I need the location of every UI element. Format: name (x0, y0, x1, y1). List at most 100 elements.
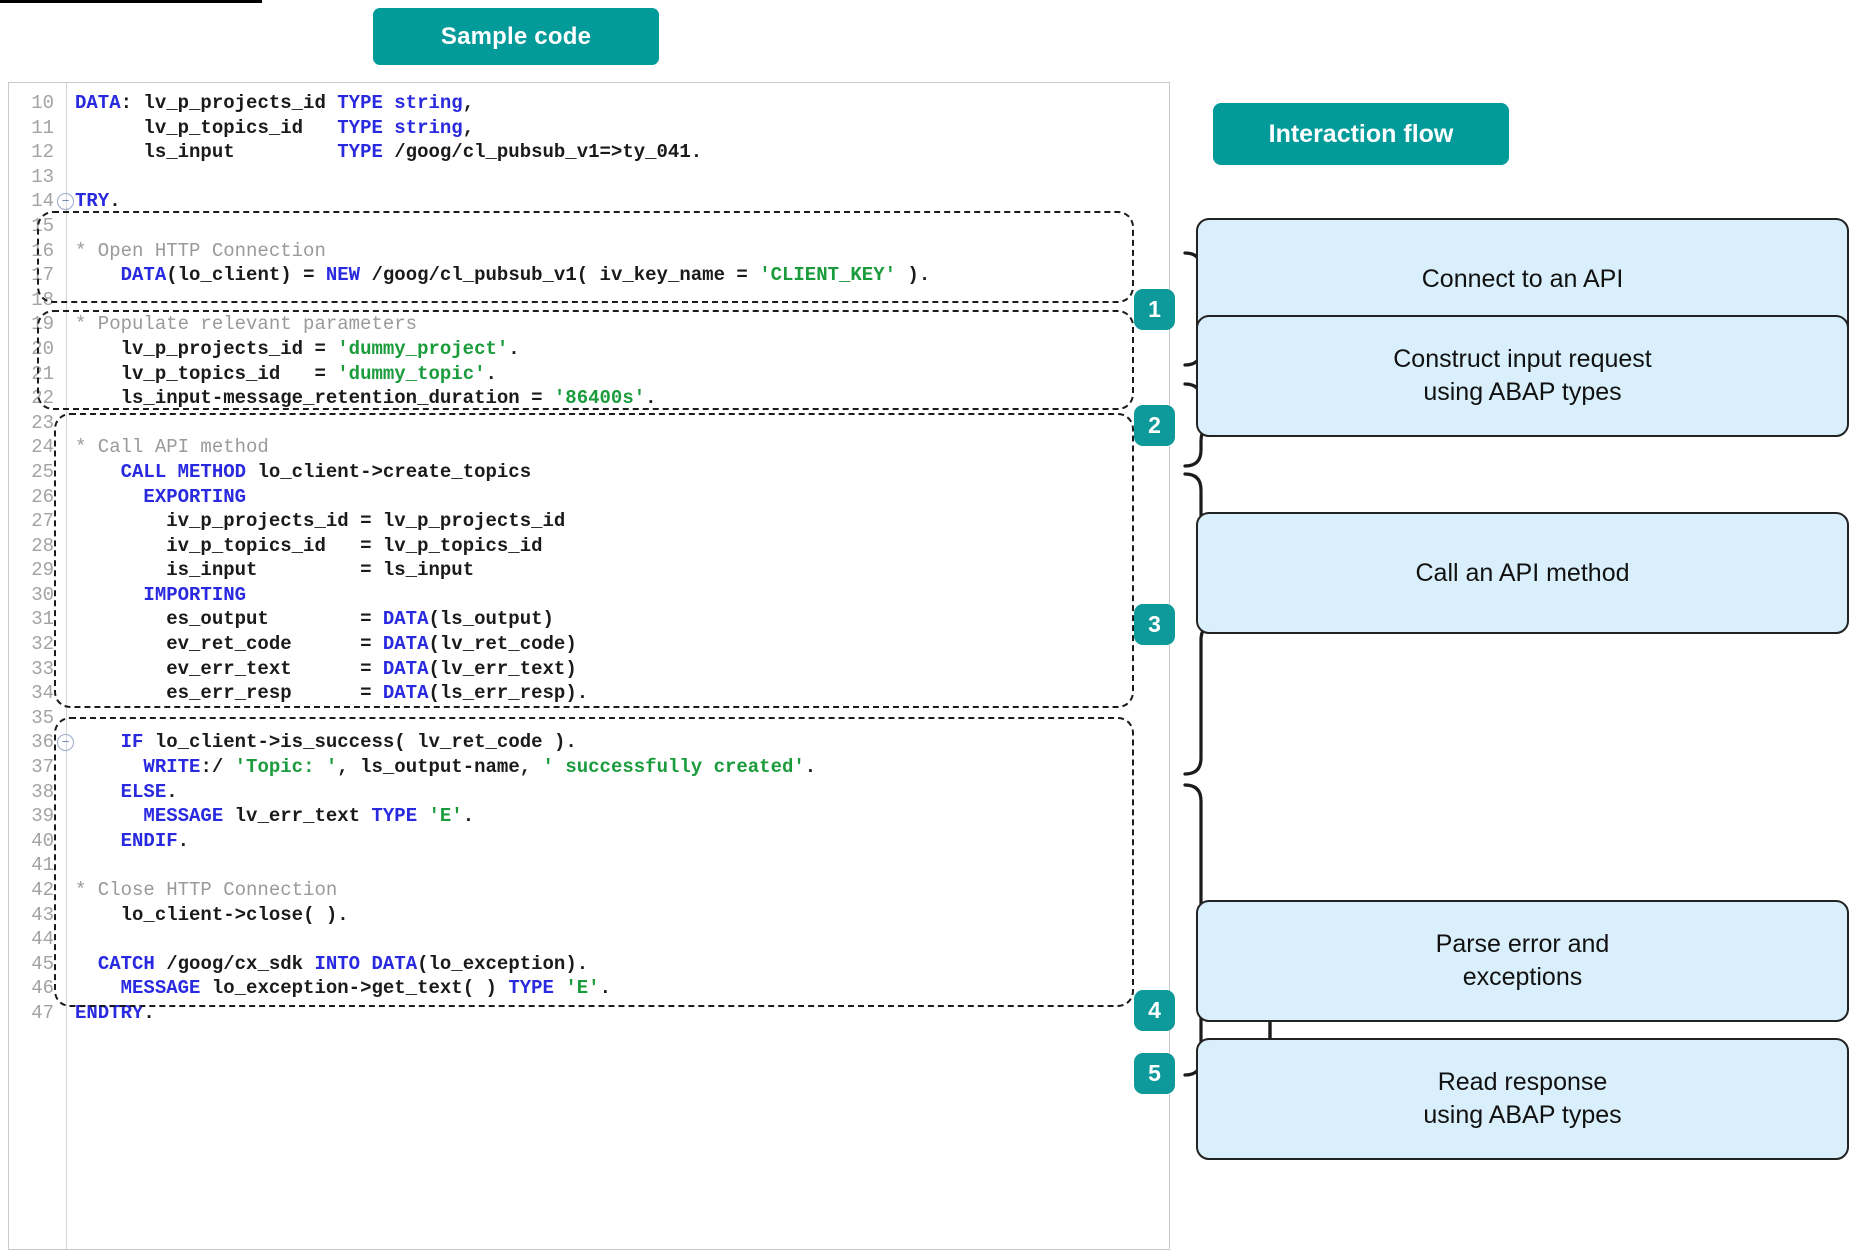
code-line: 43 lo_client->close( ). (9, 903, 1169, 928)
code-line-text: ELSE. (120, 780, 178, 803)
code-line-number: 35 (31, 706, 54, 729)
code-line-number: 28 (31, 534, 54, 557)
flow-step-1-label: Connect to an API (1421, 264, 1624, 293)
code-line-number: 26 (31, 485, 54, 508)
code-line-text: DATA: lv_p_projects_id TYPE string, (75, 92, 475, 114)
code-line: 34 es_err_resp = DATA(ls_err_resp). (9, 681, 1169, 706)
code-line: 37 WRITE:/ 'Topic: ', ls_output-name, ' … (9, 755, 1169, 780)
flow-badge-3: 3 (1134, 604, 1175, 645)
code-line-text: MESSAGE lv_err_text TYPE 'E'. (143, 805, 475, 828)
code-line: 19 * Populate relevant parameters (9, 312, 1169, 337)
code-line-number: 36 (31, 731, 54, 754)
code-line-number: 30 (31, 583, 54, 606)
code-line-number: 47 (31, 1001, 54, 1024)
code-line: 27 iv_p_projects_id = lv_p_projects_id (9, 509, 1169, 534)
code-line-number: 45 (31, 952, 54, 975)
code-line-text: * Populate relevant parameters (75, 313, 418, 336)
code-line-text: is_input = ls_input (166, 559, 475, 582)
code-line-number: 22 (31, 387, 54, 410)
code-line: 17 DATA(lo_client) = NEW /goog/cl_pubsub… (9, 263, 1169, 288)
code-line-number: 16 (31, 239, 54, 262)
code-line-text: DATA(lo_client) = NEW /goog/cl_pubsub_v1… (120, 264, 931, 287)
code-line-number: 24 (31, 436, 54, 459)
code-line: 31 es_output = DATA(ls_output) (9, 607, 1169, 632)
code-line-number: 14 (31, 190, 54, 213)
code-line-text: WRITE:/ 'Topic: ', ls_output-name, ' suc… (143, 756, 817, 779)
code-line-text: EXPORTING (143, 485, 247, 508)
code-line-number: 18 (31, 288, 54, 311)
code-line-number: 25 (31, 460, 54, 483)
code-line: 21 lv_p_topics_id = 'dummy_topic'. (9, 362, 1169, 387)
code-line: 20 lv_p_projects_id = 'dummy_project'. (9, 337, 1169, 362)
code-line-text: * Open HTTP Connection (75, 239, 326, 262)
code-line: 11 lv_p_topics_id TYPE string, (9, 116, 1169, 141)
code-fold-toggle-icon[interactable]: − (57, 193, 74, 211)
flow-badge-2-number: 2 (1148, 412, 1161, 438)
code-line-text: ev_ret_code = DATA(lv_ret_code) (166, 633, 577, 656)
code-line: 46 MESSAGE lo_exception->get_text( ) TYP… (9, 976, 1169, 1001)
code-line-number: 32 (31, 633, 54, 656)
code-fold-toggle-icon[interactable]: − (57, 734, 74, 752)
code-line-number: 41 (31, 854, 54, 877)
flow-badge-5-number: 5 (1148, 1060, 1161, 1086)
code-line-number: 37 (31, 756, 54, 779)
code-line-number: 39 (31, 805, 54, 828)
flow-badge-4: 4 (1134, 990, 1175, 1031)
code-line-number: 43 (31, 903, 54, 926)
code-line-text: CALL METHOD lo_client->create_topics (120, 460, 532, 483)
code-line: 35 (9, 706, 1169, 731)
code-line-text: ENDTRY. (75, 1001, 155, 1024)
code-line-number: 17 (31, 264, 54, 287)
gutter-separator (66, 83, 67, 1249)
code-line-text: lv_p_topics_id = 'dummy_topic'. (120, 362, 497, 385)
interaction-flow-header: Interaction flow (1213, 103, 1509, 165)
code-line: 42* Close HTTP Connection (9, 878, 1169, 903)
code-line: 29 is_input = ls_input (9, 558, 1169, 583)
code-line-number: 33 (31, 657, 54, 680)
code-line: 36− IF lo_client->is_success( lv_ret_cod… (9, 730, 1169, 755)
code-line: 39 MESSAGE lv_err_text TYPE 'E'. (9, 804, 1169, 829)
code-line: 14−TRY. (9, 189, 1169, 214)
code-line-number: 44 (31, 928, 54, 951)
code-line-text: MESSAGE lo_exception->get_text( ) TYPE '… (120, 977, 611, 1000)
code-line-text: lo_client->close( ). (120, 903, 349, 926)
code-line-text: lv_p_topics_id TYPE string, (143, 116, 475, 139)
code-line: 47 ENDTRY. (9, 1001, 1169, 1026)
code-line-text: IF lo_client->is_success( lv_ret_code ). (120, 731, 577, 754)
flow-step-box-3[interactable]: Call an API method (1196, 512, 1849, 634)
code-line: 40 ENDIF. (9, 829, 1169, 854)
code-line-number: 34 (31, 682, 54, 705)
code-line: 23 (9, 411, 1169, 436)
code-line-text: CATCH /goog/cx_sdk INTO DATA(lo_exceptio… (97, 952, 589, 975)
code-line-number: 29 (31, 559, 54, 582)
sample-code-label: Sample code (440, 22, 592, 50)
interaction-flow-label: Interaction flow (1268, 119, 1454, 148)
flow-badge-4-number: 4 (1148, 997, 1161, 1023)
code-line-number: 23 (31, 411, 54, 434)
code-line: 16 * Open HTTP Connection (9, 239, 1169, 264)
code-line-text: * Close HTTP Connection (75, 879, 338, 901)
code-line-number: 31 (31, 608, 54, 631)
code-line: 28 iv_p_topics_id = lv_p_topics_id (9, 534, 1169, 559)
code-line-text: ls_input-message_retention_duration = '8… (120, 387, 657, 410)
code-line-text: ls_input TYPE /goog/cl_pubsub_v1=>ty_041… (143, 141, 703, 164)
code-line: 30 IMPORTING (9, 583, 1169, 608)
code-line: 33 ev_err_text = DATA(lv_err_text) (9, 657, 1169, 682)
code-line: 18 (9, 288, 1169, 313)
code-line: 26 EXPORTING (9, 485, 1169, 510)
code-line-number: 19 (31, 313, 54, 336)
code-line-number: 46 (31, 977, 54, 1000)
flow-badge-2: 2 (1134, 405, 1175, 446)
code-line: 44 (9, 927, 1169, 952)
flow-step-3-label: Call an API method (1415, 558, 1630, 587)
flow-badge-1-number: 1 (1148, 296, 1161, 322)
code-line-number: 38 (31, 780, 54, 803)
sample-code-header: Sample code (373, 8, 659, 65)
